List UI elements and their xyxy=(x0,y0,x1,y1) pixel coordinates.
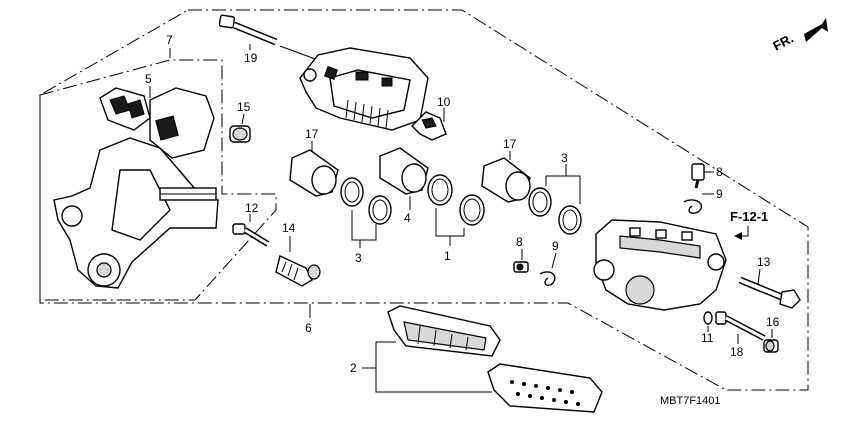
pin-plug-part xyxy=(763,339,779,353)
leader-13 xyxy=(757,268,761,285)
bleeder-valve-b-part xyxy=(683,163,705,215)
bleeder-valve-a-part xyxy=(513,261,556,287)
pivot-boot-part xyxy=(229,125,251,143)
callout-2: 2 xyxy=(350,361,357,375)
callout-17b: 17 xyxy=(503,137,517,151)
callout-3b: 3 xyxy=(561,151,568,165)
callout-7: 7 xyxy=(166,33,173,47)
reference-arrow-icon xyxy=(734,232,742,240)
brake-pad-b-part xyxy=(487,363,603,413)
caliper-bracket-part xyxy=(53,87,219,289)
pin-bolt-a-part xyxy=(232,223,270,247)
callout-11: 11 xyxy=(701,331,714,345)
callout-4: 4 xyxy=(404,211,411,225)
leader-2 xyxy=(375,341,492,393)
caliper-bolt-part xyxy=(218,14,278,46)
callout-14: 14 xyxy=(282,221,296,235)
callout-10: 10 xyxy=(437,95,451,109)
leader-9b xyxy=(551,252,557,269)
pin-bolt-b-part xyxy=(715,311,766,341)
callout-5: 5 xyxy=(145,72,152,86)
brake-pad-a-part xyxy=(387,305,501,357)
pad-spring-part xyxy=(411,111,447,141)
callout-6: 6 xyxy=(305,321,312,335)
leader-3a xyxy=(351,210,377,241)
caliper-body-lower-part xyxy=(593,219,727,311)
direction-label: FR. xyxy=(770,31,796,54)
leader-3b xyxy=(545,175,581,204)
leader-15 xyxy=(241,113,245,125)
callout-8a: 8 xyxy=(716,165,723,179)
assembly-frame xyxy=(39,9,809,391)
callout-13: 13 xyxy=(757,255,771,269)
pad-retainer-part xyxy=(99,87,151,131)
callout-19: 19 xyxy=(244,51,258,65)
bracket-pin-part xyxy=(275,255,321,287)
callout-8b: 8 xyxy=(516,235,523,249)
callout-9a: 9 xyxy=(716,187,723,201)
front-direction-arrow-icon xyxy=(804,18,828,42)
callout-17a: 17 xyxy=(305,127,319,141)
piston-c-part xyxy=(481,157,531,203)
callout-18: 18 xyxy=(730,345,744,359)
callout-3a: 3 xyxy=(355,251,362,265)
callout-12: 12 xyxy=(245,201,259,215)
piston-a-part xyxy=(289,149,339,197)
figure-code: MBT7F1401 xyxy=(660,395,721,407)
bracket-frame xyxy=(39,59,277,301)
reference-label: F-12-1 xyxy=(730,209,768,224)
callout-9b: 9 xyxy=(552,239,559,253)
washer-part xyxy=(703,311,713,325)
callout-16: 16 xyxy=(766,315,780,329)
callout-15: 15 xyxy=(237,100,251,114)
caliper-body-upper-part xyxy=(299,47,429,131)
callout-1: 1 xyxy=(444,249,451,263)
mount-bolt-part xyxy=(738,276,801,309)
piston-b-part xyxy=(379,147,429,195)
piston-seal-rings xyxy=(340,174,582,235)
leader-19b xyxy=(279,45,319,61)
